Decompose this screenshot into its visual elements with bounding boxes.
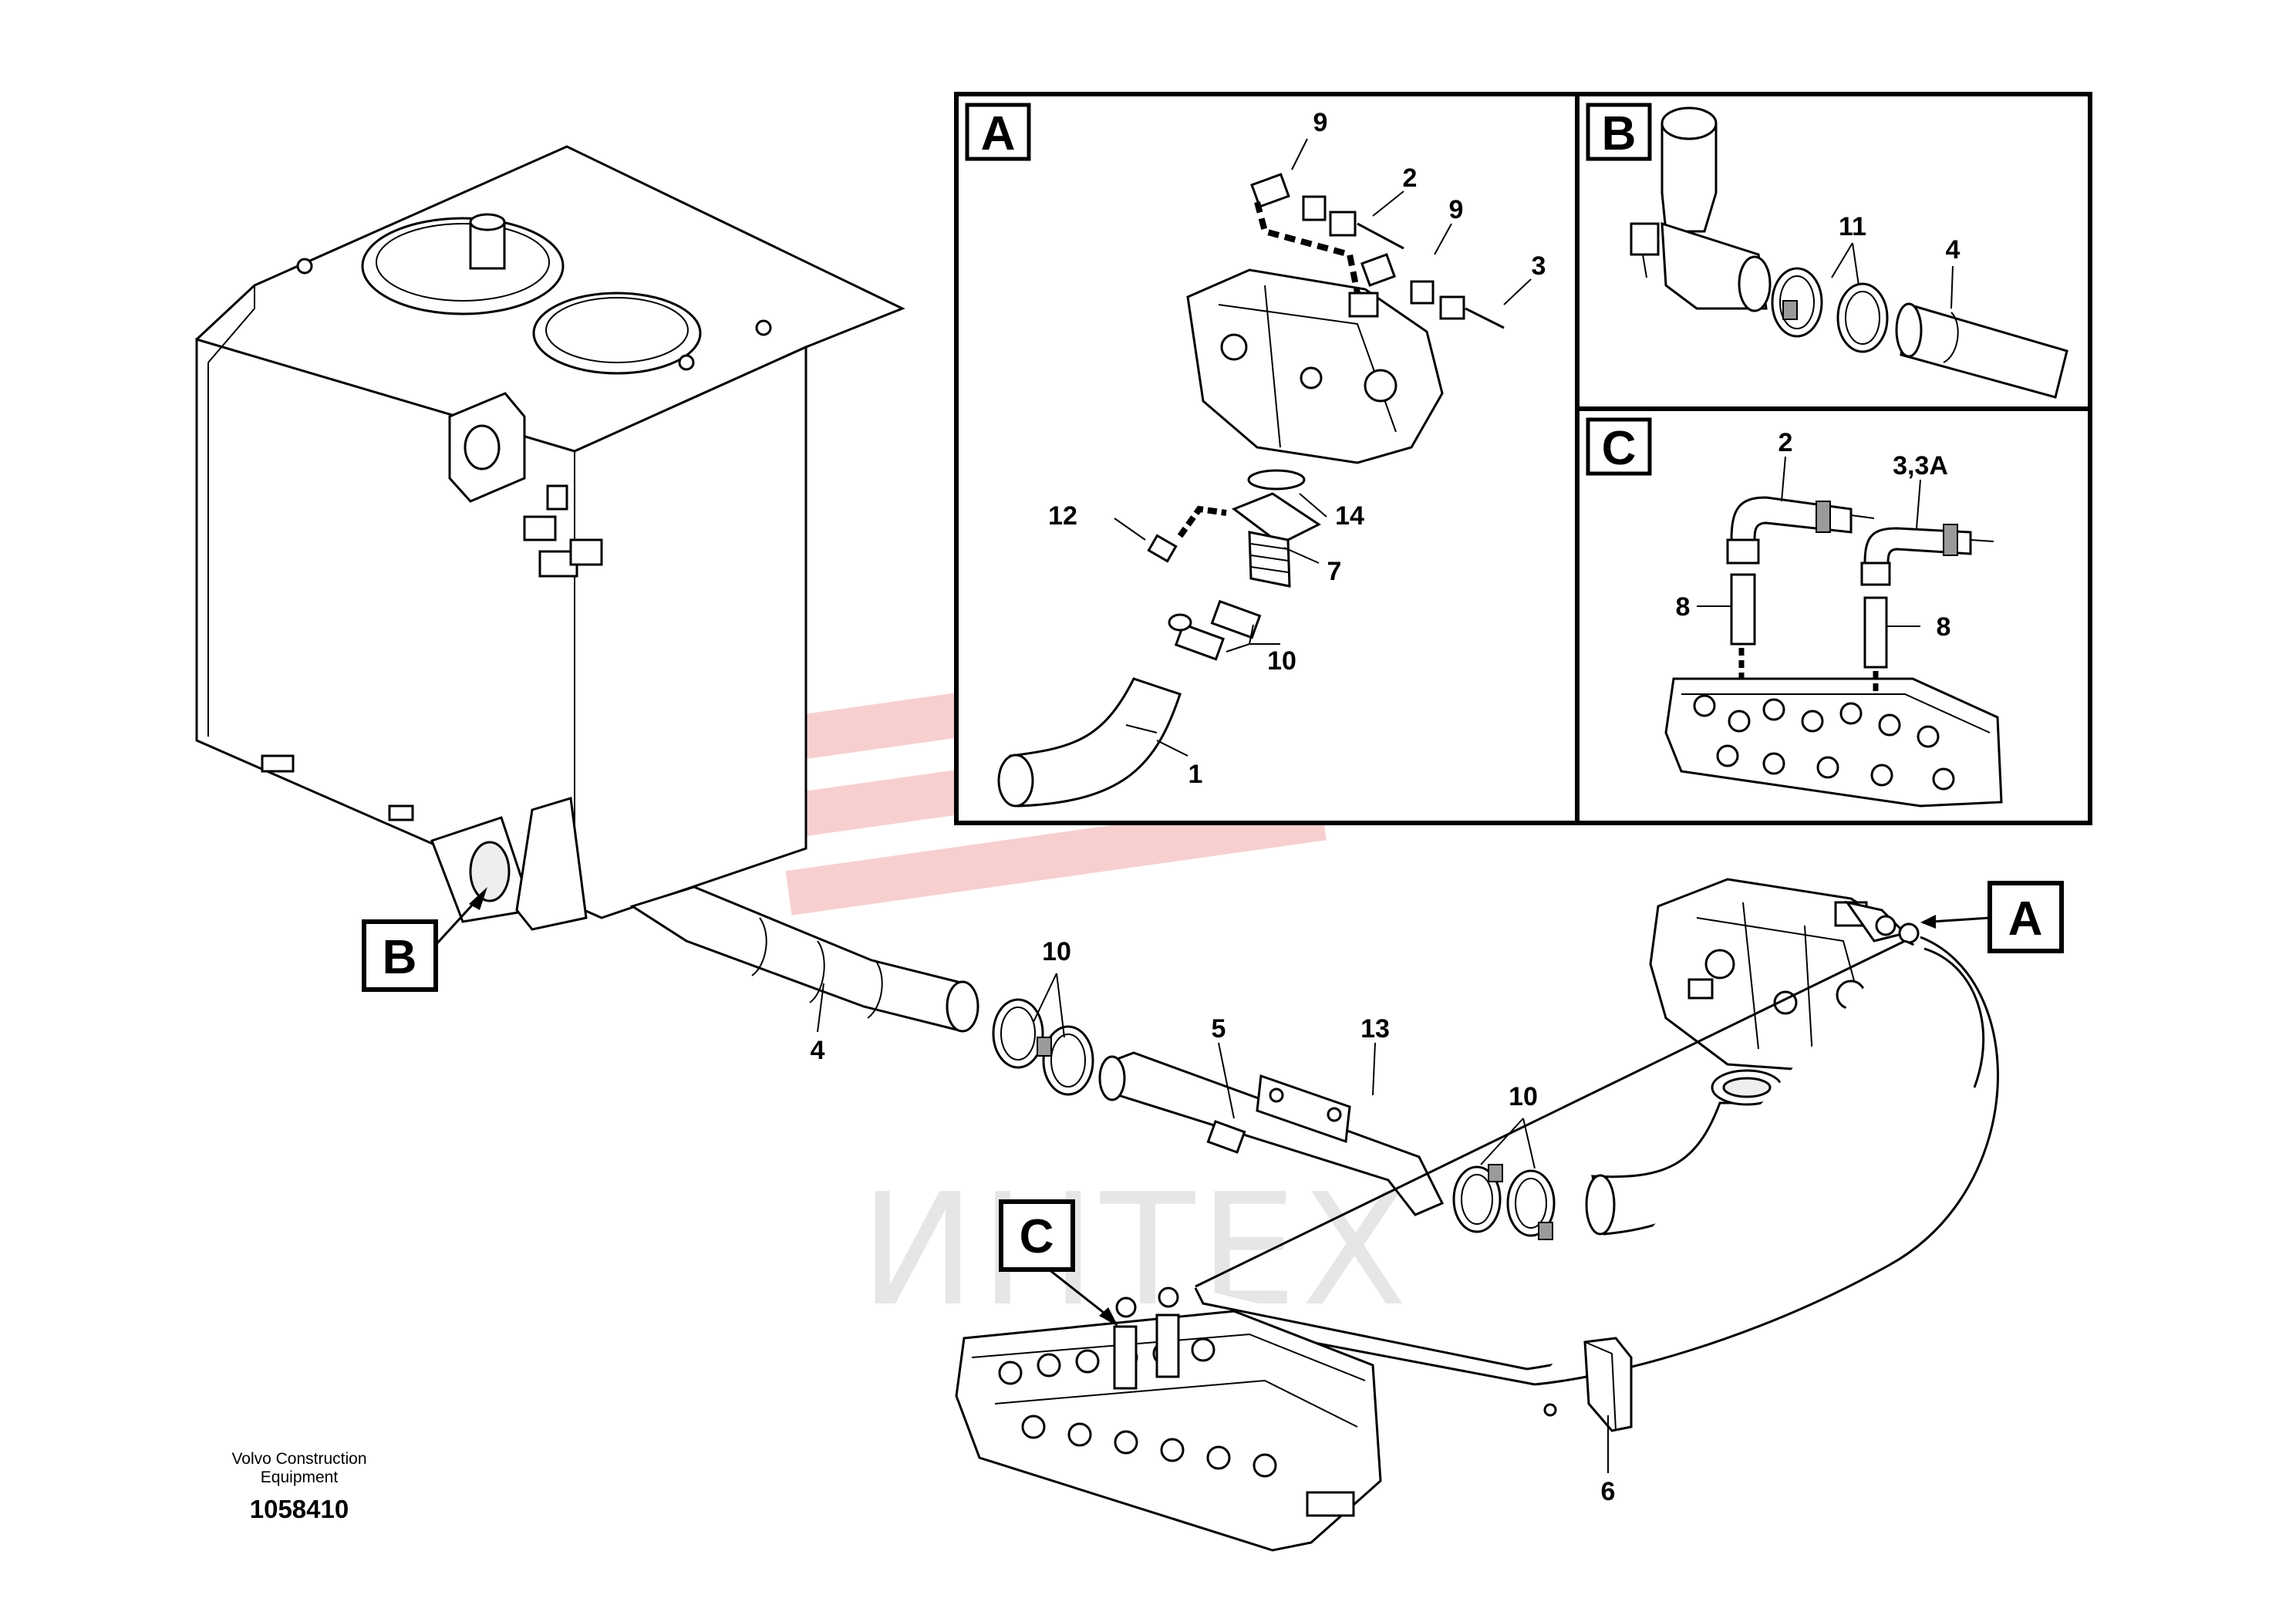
callout-b-4: 4 (1946, 235, 1961, 265)
callout-a-7: 7 (1327, 557, 1342, 586)
hydraulic-tank (195, 145, 905, 931)
callout-a-2: 2 (1403, 164, 1418, 193)
ref-a-label: A (2008, 892, 2043, 946)
watermark-text: ИНТЕХ (860, 1161, 1412, 1340)
detail-a-label: A (981, 107, 1016, 160)
callout-main-13: 13 (1360, 1014, 1390, 1044)
callout-c-8-right: 8 (1937, 612, 1951, 642)
suction-hose-4 (629, 885, 979, 1033)
ref-c-label: C (1020, 1210, 1054, 1263)
callout-a-14: 14 (1335, 501, 1364, 531)
ref-box-b (362, 919, 438, 992)
callout-main-4: 4 (811, 1036, 825, 1065)
detail-box-a (954, 92, 1580, 825)
hose-clamps-10-left (992, 998, 1094, 1096)
callout-a-1: 1 (1188, 760, 1203, 789)
detail-c-label-box (1586, 417, 1652, 476)
suction-pipe-5 (1098, 1051, 1445, 1216)
main-leaders (817, 973, 1609, 1473)
detail-b-content (1630, 106, 2068, 399)
detail-c-label: C (1602, 422, 1637, 475)
credit-line-2: Equipment (261, 1469, 339, 1486)
detail-c-content (1664, 456, 2003, 808)
detail-a-content (997, 138, 1532, 808)
bracket-6 (1543, 1337, 1633, 1432)
pilot-lines (1187, 936, 1999, 1386)
ref-box-a (1988, 881, 2064, 953)
credit-line-1: Volvo Construction (231, 1450, 366, 1468)
ref-box-c (999, 1199, 1075, 1272)
ref-b-label: B (383, 931, 417, 984)
callout-main-5: 5 (1212, 1014, 1226, 1044)
callout-main-10-right: 10 (1509, 1082, 1538, 1111)
callout-c-8-left: 8 (1676, 592, 1691, 622)
callout-b-11: 11 (1839, 212, 1866, 241)
callout-a-10: 10 (1267, 646, 1296, 676)
callout-c-3-3a: 3,3A (1893, 451, 1948, 481)
callout-a-9-right: 9 (1449, 195, 1464, 224)
hose-clamps-10-right (1452, 1164, 1556, 1240)
callout-a-3: 3 (1532, 251, 1546, 281)
detail-b-label: B (1602, 107, 1637, 160)
callout-c-2: 2 (1778, 428, 1793, 457)
callout-a-12: 12 (1048, 501, 1077, 531)
detail-b-label-box (1586, 103, 1652, 161)
detail-a-label-box (965, 103, 1031, 161)
callout-main-10-left: 10 (1042, 937, 1071, 966)
callout-a-9-left: 9 (1313, 108, 1328, 137)
part-number: 1058410 (250, 1495, 349, 1523)
control-valve (955, 1286, 1382, 1552)
callout-main-6: 6 (1601, 1477, 1616, 1506)
